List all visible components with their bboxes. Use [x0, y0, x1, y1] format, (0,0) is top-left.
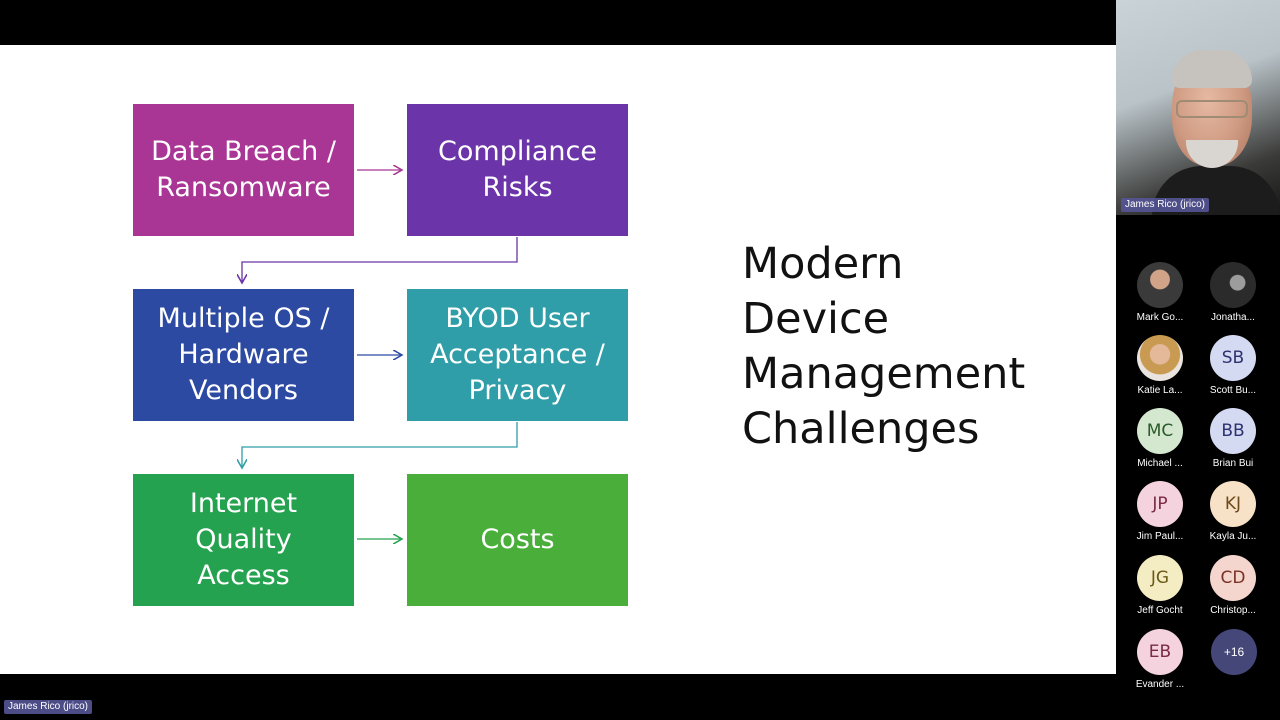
participant-name: Kayla Ju...	[1209, 531, 1257, 542]
avatar: JG	[1137, 555, 1183, 601]
participant-tile[interactable]: KJ Kayla Ju...	[1198, 481, 1268, 544]
arrow-compliance-to-multiple-os	[242, 237, 518, 283]
more-participants-badge[interactable]: +16	[1211, 629, 1257, 675]
speaker-beard	[1186, 140, 1238, 168]
participant-tile[interactable]: SB Scott Bu...	[1198, 335, 1268, 398]
challenge-box-multiple-os: Multiple OS / Hardware Vendors	[133, 289, 354, 421]
participant-name: Evander ...	[1135, 679, 1185, 690]
challenge-box-data-breach: Data Breach / Ransomware	[133, 104, 354, 236]
speaker-glasses	[1176, 100, 1248, 118]
participant-name: Mark Go...	[1136, 312, 1184, 323]
presenter-name-tag: James Rico (jrico)	[4, 700, 93, 714]
participant-tile[interactable]: Mark Go...	[1125, 262, 1195, 325]
participant-name: Christop...	[1210, 605, 1256, 616]
avatar: KJ	[1210, 481, 1256, 527]
participant-name: Brian Bui	[1212, 458, 1254, 469]
challenge-box-internet: Internet Quality Access	[133, 474, 354, 606]
participant-name: Jim Paul...	[1136, 531, 1184, 542]
participant-tile[interactable]: JG Jeff Gocht	[1125, 555, 1195, 618]
speaker-name-tag: James Rico (jrico)	[1121, 198, 1210, 212]
speaker-hair	[1172, 50, 1252, 88]
participant-tile[interactable]: JP Jim Paul...	[1125, 481, 1195, 544]
participant-name: Katie La...	[1137, 385, 1183, 396]
challenge-box-compliance: Compliance Risks	[407, 104, 628, 236]
participant-tile[interactable]: Katie La...	[1125, 335, 1195, 398]
participant-tile[interactable]: CD Christop...	[1198, 555, 1268, 618]
challenge-box-costs: Costs	[407, 474, 628, 606]
slide-title: Modern Device Management Challenges	[742, 239, 1026, 454]
avatar	[1137, 262, 1183, 308]
avatar: JP	[1137, 481, 1183, 527]
participant-name: Michael ...	[1137, 458, 1183, 469]
avatar	[1210, 262, 1256, 308]
flow-arrows	[0, 45, 518, 674]
participant-tile[interactable]: EB Evander ...	[1125, 629, 1195, 692]
participant-tile[interactable]: BB Brian Bui	[1198, 408, 1268, 471]
participant-tile[interactable]: MC Michael ...	[1125, 408, 1195, 471]
avatar: EB	[1137, 629, 1183, 675]
avatar	[1137, 335, 1183, 381]
avatar: CD	[1210, 555, 1256, 601]
avatar: BB	[1210, 408, 1256, 454]
shared-slide: Data Breach / Ransomware Compliance Risk…	[0, 45, 1116, 674]
participant-name: Jeff Gocht	[1137, 605, 1183, 616]
active-speaker-video[interactable]: James Rico (jrico)	[1116, 0, 1280, 215]
avatar: SB	[1210, 335, 1256, 381]
challenge-box-byod: BYOD User Acceptance / Privacy	[407, 289, 628, 421]
participants-panel: James Rico (jrico) Mark Go... Jonatha...…	[1116, 0, 1280, 720]
participant-tile[interactable]: Jonatha...	[1198, 262, 1268, 325]
arrow-byod-to-internet	[242, 422, 518, 468]
avatar: MC	[1137, 408, 1183, 454]
participant-name: Scott Bu...	[1209, 385, 1257, 396]
participant-name: Jonatha...	[1211, 312, 1255, 323]
